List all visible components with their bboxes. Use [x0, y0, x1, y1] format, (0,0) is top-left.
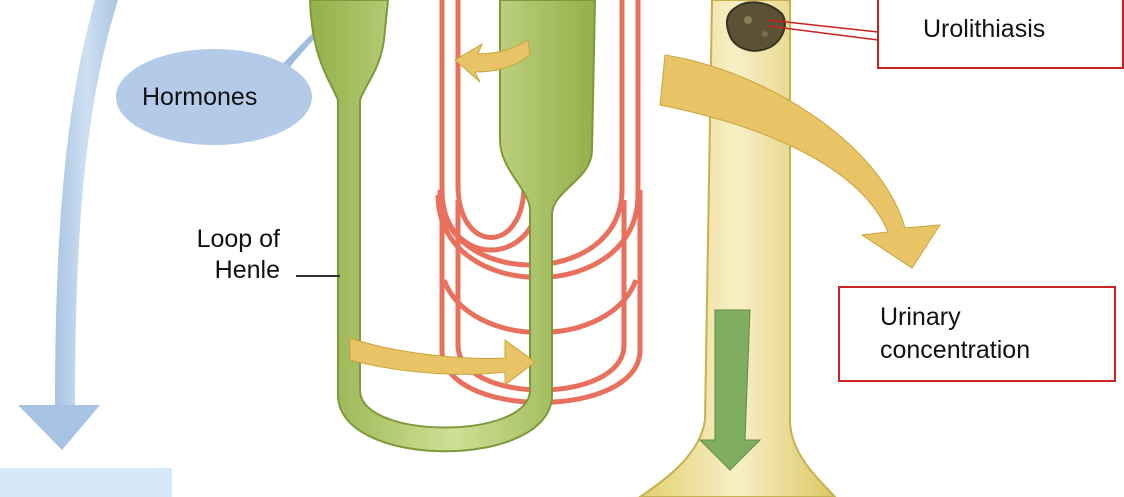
urinary-concentration-callout: Urinary concentration — [838, 286, 1116, 382]
urolithiasis-callout: Urolithiasis — [877, 0, 1124, 69]
concentration-flow-arrow — [660, 55, 940, 268]
loop-of-henle-label-line1: Loop of — [165, 224, 280, 255]
blood-flow-arrow — [18, 0, 118, 450]
urinary-concentration-label-line1: Urinary — [880, 302, 961, 333]
loop-of-henle-label-line2: Henle — [165, 255, 280, 286]
hormones-label: Hormones — [142, 82, 257, 113]
blue-corner-panel — [0, 468, 172, 497]
urolithiasis-label: Urolithiasis — [923, 14, 1045, 45]
urinary-concentration-label-line2: concentration — [880, 335, 1030, 366]
